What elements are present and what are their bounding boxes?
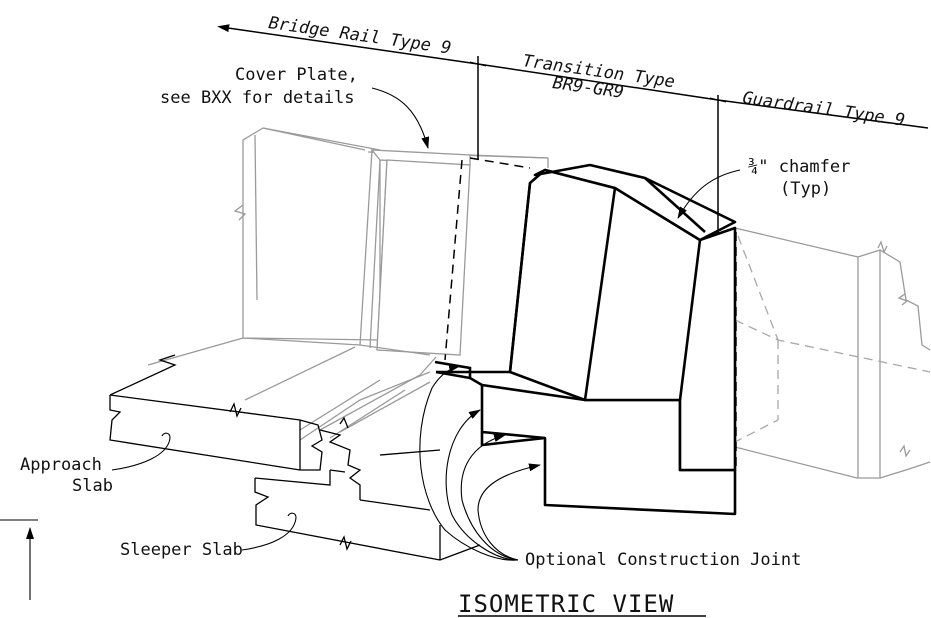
slab-outlines <box>109 354 481 561</box>
callouts: Cover Plate, see BXX for details ¾" cham… <box>20 65 850 570</box>
left-edge-dimension <box>0 519 38 600</box>
hidden-lines <box>444 157 737 468</box>
cover-plate-callout-line2: see BXX for details <box>160 88 354 108</box>
transition-block <box>434 163 737 516</box>
view-title: ISOMETRIC VIEW <box>458 590 674 618</box>
chamfer-callout-line2: (Typ) <box>780 179 831 199</box>
view-title-group: ISOMETRIC VIEW <box>458 590 706 618</box>
approach-slab-callout-line1: Approach <box>20 455 102 475</box>
bridge-rail-dimension-label: Bridge Rail Type 9 <box>267 13 452 58</box>
cover-plate-callout-line1: Cover Plate, <box>235 65 358 85</box>
construction-joint-callout: Optional Construction Joint <box>525 550 801 570</box>
guardrail-context <box>679 227 931 479</box>
guardrail-dimension-label: Guardrail Type 9 <box>741 88 906 131</box>
bridge-rail-context <box>147 127 549 441</box>
chamfer-callout-line1: ¾" chamfer <box>748 157 850 177</box>
sleeper-slab-callout: Sleeper Slab <box>120 540 243 560</box>
approach-slab-callout-line2: Slab <box>72 476 113 496</box>
